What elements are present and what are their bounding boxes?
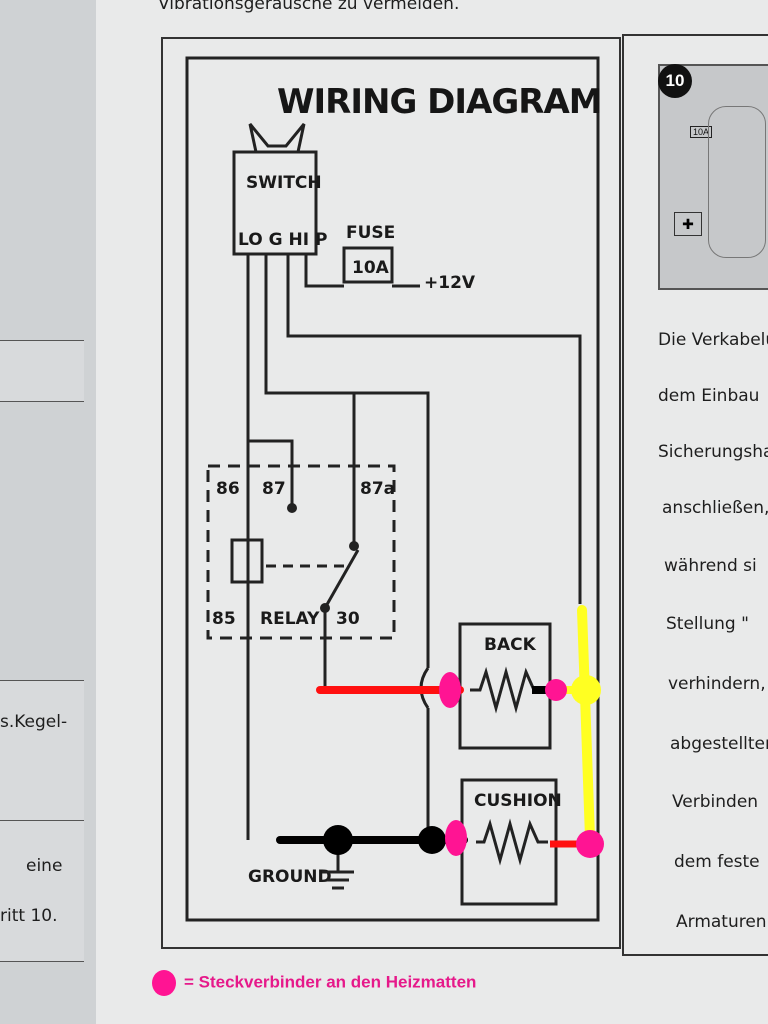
black-junction-ground <box>323 825 353 855</box>
left-text-kegel: s.Kegel- <box>0 712 68 732</box>
top-text: Vibrationsgeräusche zu vermeiden. <box>158 0 460 14</box>
relay-pin-86: 86 <box>216 479 240 499</box>
relay-switch-arm <box>323 549 360 609</box>
figure-panel <box>622 34 768 956</box>
right-text-2: dem Einbau <box>658 386 760 406</box>
yellow-wire <box>577 605 595 843</box>
relay-87a-contact <box>349 541 359 551</box>
relay-pin-85: 85 <box>212 609 236 629</box>
relay-30-contact <box>320 603 330 613</box>
relay-pin-30: 30 <box>336 609 360 629</box>
cushion-resistor-icon <box>476 818 548 866</box>
connector-cushion-left <box>445 820 467 856</box>
diagram-title: WIRING DIAGRAM <box>277 82 602 122</box>
right-text-8: abgestellter <box>670 734 768 754</box>
legend-text: = Steckverbinder an den Heizmatten <box>184 972 477 992</box>
right-text-4: anschließen, <box>662 498 768 518</box>
left-table-row <box>0 340 84 402</box>
connector-back-right <box>545 679 567 701</box>
right-text-1: Die Verkabelu <box>658 330 768 350</box>
relay-label: RELAY <box>260 609 320 629</box>
figure-image: 10 10A ✚ <box>658 64 768 290</box>
black-junction-bridge <box>418 826 446 854</box>
left-sheet: s.Kegel- eine ritt 10. <box>0 0 112 1024</box>
left-text-schritt: ritt 10. <box>0 906 58 926</box>
connector-back-left <box>439 672 461 708</box>
fuse-box <box>342 246 394 284</box>
fuse-value: 10A <box>352 258 390 278</box>
switch-pins: LO G HI P <box>238 230 327 250</box>
wire-86-to-87 <box>248 439 294 506</box>
connector-cushion-right <box>576 830 604 858</box>
right-text-11: Armaturen <box>676 912 767 932</box>
yellow-junction <box>571 675 601 705</box>
step-number-badge: 10 <box>658 64 692 98</box>
outer-frame <box>161 37 621 949</box>
legend: = Steckverbinder an den Heizmatten <box>152 970 476 996</box>
relay-pin-87: 87 <box>262 479 286 499</box>
right-text-10: dem feste <box>674 852 760 872</box>
left-table-row <box>0 820 84 962</box>
wire-g-to-relay <box>264 254 430 668</box>
supply-label: +12V <box>424 273 476 293</box>
back-label: BACK <box>484 635 537 655</box>
right-text-3: Sicherungsha <box>658 442 768 462</box>
switch-knob-icon <box>248 123 306 154</box>
dashboard-sketch <box>708 106 766 258</box>
relay-87-contact <box>287 503 297 513</box>
diagram-frame <box>185 56 600 922</box>
switch-label: SWITCH <box>246 173 322 193</box>
fuse-label: FUSE <box>346 223 395 243</box>
relay-pin-87a: 87a <box>360 479 395 499</box>
relay-box <box>206 464 396 640</box>
right-text-6: Stellung " <box>666 614 749 634</box>
left-text-eine: eine <box>26 856 63 876</box>
switch-box <box>232 150 318 256</box>
right-text-9: Verbinden <box>672 792 759 812</box>
relay-coil <box>230 538 264 584</box>
fuse-tag: 10A <box>690 126 713 138</box>
cushion-label: CUSHION <box>474 791 562 811</box>
wire-hi-to-right <box>286 254 582 604</box>
right-text-7: verhindern, <box>668 674 766 694</box>
right-text-5: während si <box>664 556 757 576</box>
connector-dot-icon <box>152 970 176 996</box>
ground-label: GROUND <box>248 867 332 887</box>
wire-p-to-fuse <box>304 254 344 288</box>
connector-icon: ✚ <box>674 212 702 236</box>
back-resistor-icon <box>470 666 544 714</box>
wires <box>246 254 582 840</box>
